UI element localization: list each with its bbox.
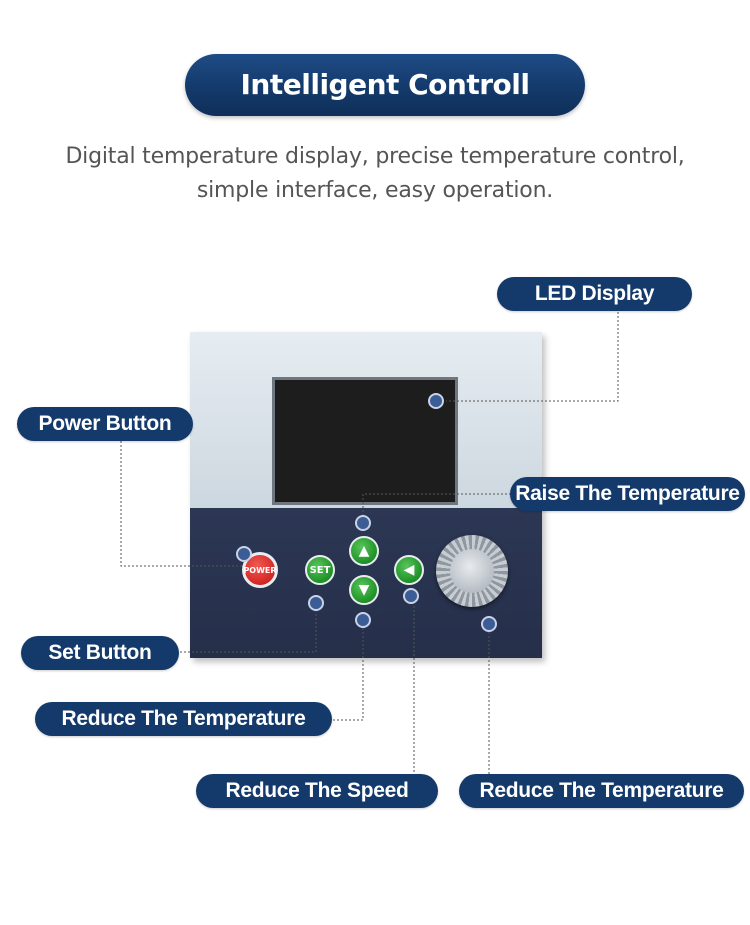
leader-power-button <box>120 441 244 567</box>
subtitle-line-2: simple interface, easy operation. <box>196 178 554 203</box>
page-title: Intelligent Controll System <box>185 54 585 163</box>
marker-set-button <box>308 595 324 611</box>
speed-control-knob[interactable] <box>436 535 508 607</box>
leader-reduce-temperature-left <box>333 628 364 721</box>
label-raise-temperature: Raise The Temperature <box>510 477 745 511</box>
subtitle-line-1: Digital temperature display, precise tem… <box>65 144 685 169</box>
page-subtitle: Digital temperature display, precise tem… <box>0 140 750 208</box>
leader-set-button <box>180 610 317 653</box>
set-button[interactable]: SET <box>305 555 335 585</box>
marker-led-display <box>428 393 444 409</box>
marker-reduce-speed <box>403 588 419 604</box>
marker-reduce-temperature-left <box>355 612 371 628</box>
label-reduce-temperature-left: Reduce The Temperature <box>35 702 332 736</box>
label-reduce-speed: Reduce The Speed <box>196 774 438 808</box>
knob-cap <box>450 549 494 593</box>
marker-raise-temperature <box>355 515 371 531</box>
left-arrow-button[interactable]: ◀ <box>394 555 424 585</box>
marker-power-button <box>236 546 252 562</box>
down-arrow-button[interactable]: ▼ <box>349 575 379 605</box>
label-set-button: Set Button <box>21 636 179 670</box>
label-power-button: Power Button <box>17 407 193 441</box>
up-arrow-button[interactable]: ▲ <box>349 536 379 566</box>
leader-reduce-speed <box>411 596 415 775</box>
leader-led-display <box>446 312 619 402</box>
led-display-screen <box>272 377 458 505</box>
leader-raise-temperature <box>362 493 511 515</box>
label-reduce-temperature-right: Reduce The Temperature <box>459 774 744 808</box>
marker-reduce-temperature-right <box>481 616 497 632</box>
label-led-display: LED Display <box>497 277 692 311</box>
